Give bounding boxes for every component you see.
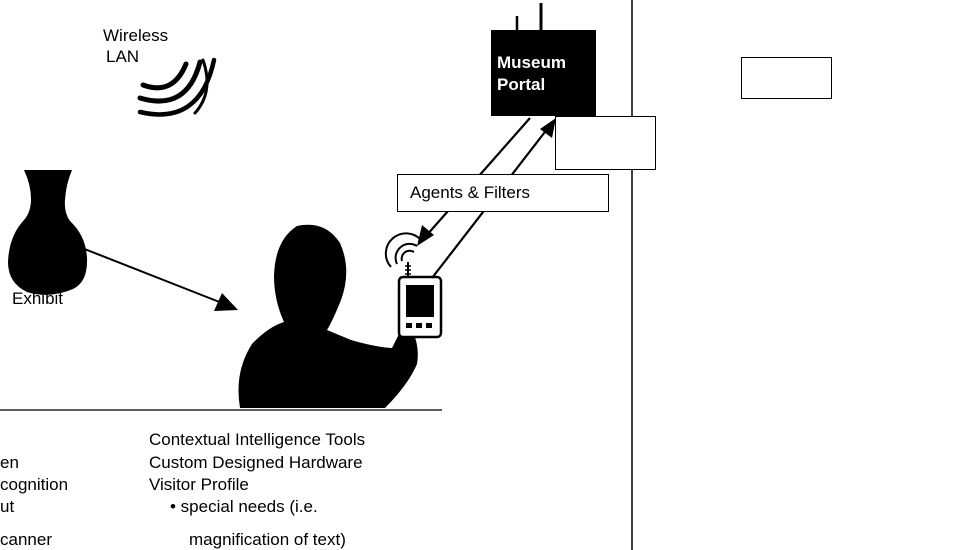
feature-list-line2: Custom Designed Hardware — [149, 453, 363, 472]
feature-list-line5: magnification of text) — [189, 530, 346, 549]
visitor-silhouette — [238, 224, 418, 408]
agents-filters-box — [397, 174, 609, 212]
exhibit-label: Exhibit — [12, 289, 64, 308]
left-list-line1: en — [0, 453, 19, 472]
agents-filters-label: Agents & Filters — [410, 183, 530, 202]
museum-portal-box — [491, 30, 596, 116]
vase-icon — [8, 170, 88, 295]
device-signal-icon — [384, 232, 422, 278]
feature-list-line3: Visitor Profile — [149, 475, 249, 494]
exhibit-arrow — [81, 247, 238, 311]
left-list-line4: canner — [0, 530, 52, 549]
museum-portal-line2: Portal — [497, 75, 546, 94]
feature-list-line1: Contextual Intelligence Tools — [149, 430, 366, 449]
wireless-label-line2: LAN — [106, 47, 140, 66]
left-list-line2: cognition — [0, 475, 69, 494]
left-list-line3: ut — [0, 497, 15, 516]
handheld-device-icon — [397, 275, 443, 339]
feature-list-line4: • special needs (i.e. — [170, 497, 318, 516]
wireless-label-line1: Wireless — [103, 26, 169, 45]
wireless-waves-icon — [137, 57, 217, 117]
blank-label-box-center — [555, 116, 656, 170]
museum-portal-line1: Museum — [497, 53, 566, 72]
blank-label-box-right — [741, 57, 832, 99]
portal-antenna-icon — [515, 3, 543, 32]
